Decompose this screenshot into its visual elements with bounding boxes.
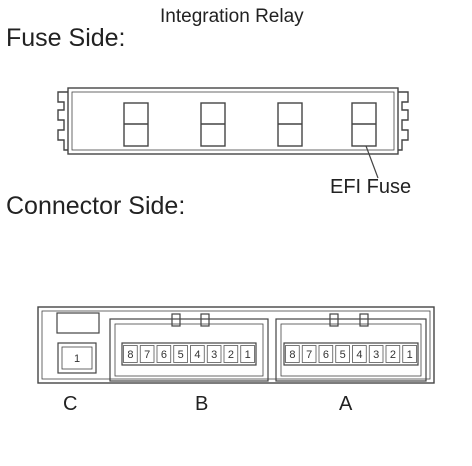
connector-a-label: A bbox=[339, 393, 353, 415]
connector-a-pin-cell bbox=[352, 345, 367, 363]
connector-c-label: C bbox=[63, 393, 78, 415]
fuse-side-heading: Fuse Side: bbox=[6, 24, 126, 52]
connector-b-pin-number: 5 bbox=[178, 349, 184, 361]
connector-a-pin-cell bbox=[385, 345, 401, 363]
connector-b-pin-cell bbox=[156, 345, 172, 363]
relay-fuse-side-body bbox=[57, 87, 409, 155]
connector-b-pin-cell bbox=[223, 345, 239, 363]
efi-fuse-label: EFI Fuse bbox=[330, 176, 412, 198]
connector-a-pin-number: 8 bbox=[289, 349, 295, 361]
connector-b-label: B bbox=[195, 393, 209, 415]
connector-a-housing bbox=[275, 313, 427, 382]
fuse-slot-1 bbox=[123, 102, 149, 147]
connector-b-pin-cell bbox=[123, 345, 138, 363]
connector-b-pin-cell bbox=[240, 345, 255, 363]
connector-a-pin-cell bbox=[402, 345, 417, 363]
efi-fuse-leader-line bbox=[365, 145, 379, 179]
connector-b-housing bbox=[109, 313, 269, 382]
connector-a-pin-cell bbox=[335, 345, 350, 363]
connector-a-pin-number: 3 bbox=[373, 349, 379, 361]
connector-a-pin-number: 7 bbox=[306, 349, 312, 361]
connector-a-pin-cell bbox=[368, 345, 384, 363]
connector-b-pin-number: 1 bbox=[245, 349, 251, 361]
fuse-slot-3 bbox=[277, 102, 303, 147]
connector-b-pin-cell bbox=[206, 345, 222, 363]
connector-b-pin-cell bbox=[190, 345, 205, 363]
connector-b-pin-number: 2 bbox=[228, 349, 234, 361]
fuse-slot-efi bbox=[351, 102, 377, 147]
connector-a-pin-number: 6 bbox=[323, 349, 329, 361]
connector-b-pin-number: 7 bbox=[144, 349, 150, 361]
fuse-slot-2 bbox=[200, 102, 226, 147]
connector-b-pin-number: 4 bbox=[194, 349, 200, 361]
connector-a-pin-number: 4 bbox=[356, 349, 362, 361]
connector-b-pin-number: 3 bbox=[211, 349, 217, 361]
connector-a-pin-number: 1 bbox=[407, 349, 413, 361]
connector-b-pin-cell bbox=[173, 345, 188, 363]
connector-b-pin-number: 6 bbox=[161, 349, 167, 361]
connector-c bbox=[56, 312, 100, 374]
connector-a-pin-cell bbox=[301, 345, 317, 363]
integration-relay-title: Integration Relay bbox=[160, 6, 304, 27]
connector-a-pin-number: 5 bbox=[340, 349, 346, 361]
relay-connector-side-body bbox=[37, 306, 435, 384]
connector-c-pin: 1 bbox=[74, 353, 80, 365]
connector-a-pin-cell bbox=[285, 345, 300, 363]
connector-side-heading: Connector Side: bbox=[6, 192, 186, 220]
connector-a-pin-number: 2 bbox=[390, 349, 396, 361]
connector-a-pin-cell bbox=[318, 345, 334, 363]
connector-b-pin-number: 8 bbox=[127, 349, 133, 361]
connector-b-pin-cell bbox=[139, 345, 155, 363]
